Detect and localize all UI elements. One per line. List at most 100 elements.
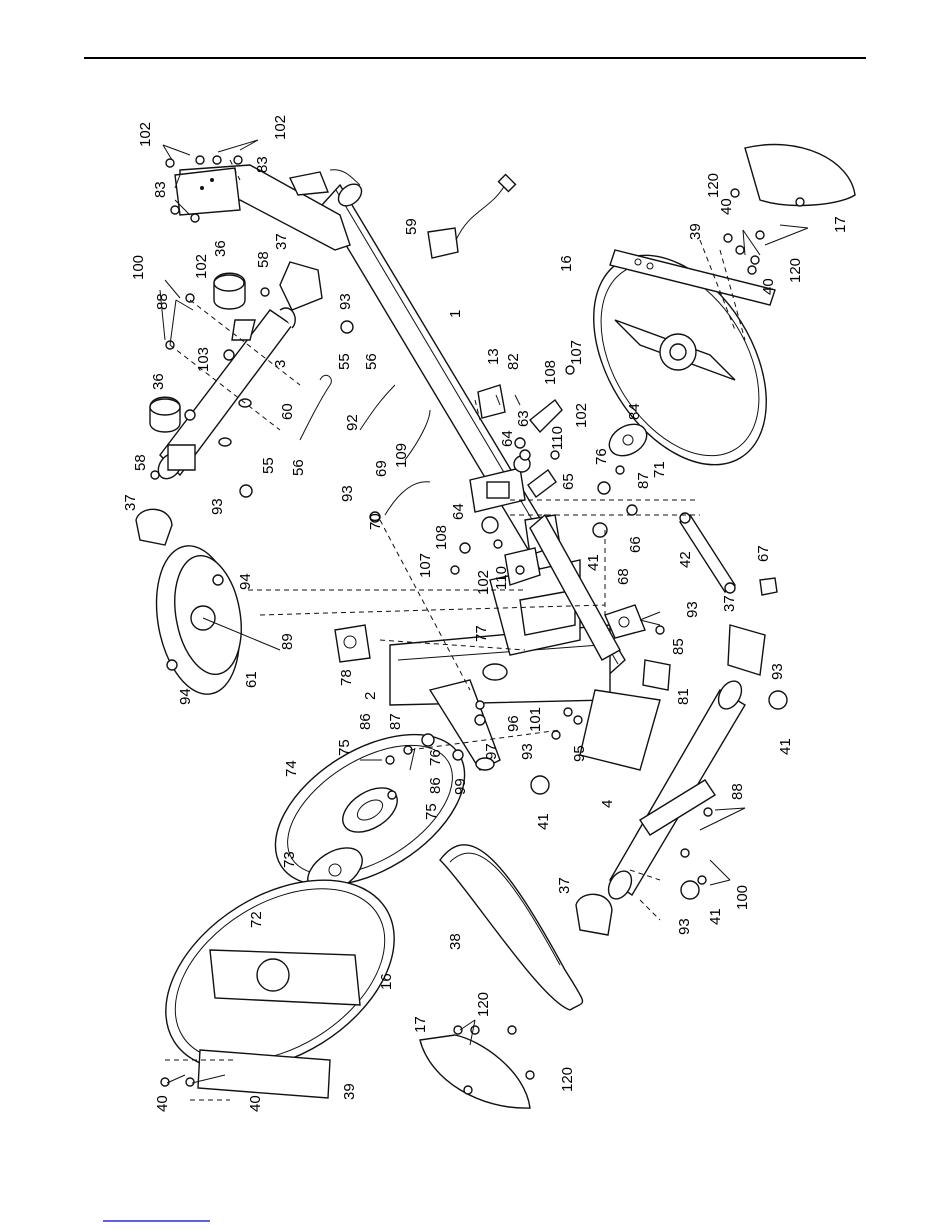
label-87b: 87 xyxy=(387,713,404,730)
label-94a: 94 xyxy=(237,573,254,590)
label-99: 99 xyxy=(452,778,469,795)
rear-cover-17-left xyxy=(419,1034,531,1109)
fastener-group xyxy=(150,155,805,1095)
resistance-bracket-group xyxy=(477,384,563,534)
label-59: 59 xyxy=(403,218,420,235)
label-96: 96 xyxy=(505,715,522,732)
rear-cover-17-right xyxy=(744,143,856,207)
power-adapter-59 xyxy=(427,173,517,259)
label-37b: 37 xyxy=(122,494,139,511)
label-83a: 83 xyxy=(152,181,169,198)
label-120d: 120 xyxy=(559,1067,576,1092)
label-41c: 41 xyxy=(535,813,552,830)
label-97: 97 xyxy=(483,743,500,760)
crossbar-part-3 xyxy=(157,307,296,480)
label-81: 81 xyxy=(675,688,692,705)
label-3: 3 xyxy=(272,360,289,368)
label-110b: 110 xyxy=(493,566,510,590)
label-37c: 37 xyxy=(721,595,738,612)
wire-harness-group xyxy=(299,374,431,516)
label-100b: 100 xyxy=(734,885,751,910)
label-17a: 17 xyxy=(832,216,849,233)
label-86b: 86 xyxy=(427,777,444,794)
label-107a: 107 xyxy=(568,340,585,365)
label-68: 68 xyxy=(615,568,632,585)
label-56a: 56 xyxy=(363,353,380,370)
label-85: 85 xyxy=(670,638,687,655)
idler-arm-42 xyxy=(679,512,778,596)
bracket-39-left xyxy=(197,1049,331,1099)
label-86a: 86 xyxy=(357,713,374,730)
label-37d: 37 xyxy=(556,877,573,894)
label-41b: 41 xyxy=(777,738,794,755)
label-93b: 93 xyxy=(209,498,226,515)
label-93f: 93 xyxy=(519,743,536,760)
label-40b: 40 xyxy=(760,278,777,295)
label-102c: 102 xyxy=(193,254,210,279)
label-58b: 58 xyxy=(132,454,149,471)
label-67: 67 xyxy=(755,545,772,562)
label-120c: 120 xyxy=(475,992,492,1017)
label-75b: 75 xyxy=(423,803,440,820)
pulley-71 xyxy=(608,423,648,457)
label-100a: 100 xyxy=(130,255,147,280)
label-66: 66 xyxy=(627,536,644,553)
label-37a: 37 xyxy=(273,233,290,250)
label-102a: 102 xyxy=(137,122,154,147)
label-70: 70 xyxy=(367,513,384,530)
label-78: 78 xyxy=(338,669,355,686)
leader-lines xyxy=(159,139,809,1084)
end-cap-37-group xyxy=(135,261,766,936)
label-41a: 41 xyxy=(585,554,602,571)
label-107b: 107 xyxy=(417,553,434,578)
label-120b: 120 xyxy=(787,258,804,283)
label-95: 95 xyxy=(571,745,588,762)
label-61: 61 xyxy=(243,671,260,688)
side-shield-16-right xyxy=(593,254,767,466)
label-89: 89 xyxy=(279,633,296,650)
label-72: 72 xyxy=(248,911,265,928)
label-71: 71 xyxy=(651,461,668,478)
label-39a: 39 xyxy=(687,223,704,240)
label-39b: 39 xyxy=(341,1083,358,1100)
magnet-assembly-78 xyxy=(334,624,371,663)
label-4: 4 xyxy=(599,800,616,808)
label-76b: 76 xyxy=(427,749,444,766)
label-93c: 93 xyxy=(339,485,356,502)
label-36b: 36 xyxy=(150,373,167,390)
label-102d: 102 xyxy=(573,403,590,428)
label-60: 60 xyxy=(279,403,296,420)
crossbar-part-4 xyxy=(607,680,746,900)
label-65: 65 xyxy=(560,473,577,490)
label-92: 92 xyxy=(344,414,361,431)
spacer-36-group xyxy=(149,272,246,433)
bracket-39-right xyxy=(609,249,776,306)
label-64b: 64 xyxy=(450,503,467,520)
label-41d: 41 xyxy=(707,908,724,925)
drive-belt-38 xyxy=(439,844,584,1011)
label-55a: 55 xyxy=(336,353,353,370)
label-16b: 16 xyxy=(378,973,395,990)
label-40d: 40 xyxy=(247,1095,264,1112)
label-74: 74 xyxy=(283,760,300,777)
label-16a: 16 xyxy=(558,255,575,272)
label-108b: 108 xyxy=(433,525,450,550)
label-40c: 40 xyxy=(154,1095,171,1112)
label-69: 69 xyxy=(373,460,390,477)
label-88b: 88 xyxy=(729,783,746,800)
label-94b: 94 xyxy=(177,688,194,705)
label-17b: 17 xyxy=(412,1016,429,1033)
label-56b: 56 xyxy=(290,459,307,476)
label-87a: 87 xyxy=(635,472,652,489)
label-13: 13 xyxy=(485,348,502,365)
label-108a: 108 xyxy=(542,360,559,385)
label-102b: 102 xyxy=(272,115,289,140)
side-shield-16-left xyxy=(165,879,395,1071)
label-84: 84 xyxy=(626,403,643,420)
label-93d: 93 xyxy=(684,601,701,618)
label-38: 38 xyxy=(447,933,464,950)
insert-81 xyxy=(642,659,671,691)
label-102e: 102 xyxy=(475,570,492,595)
